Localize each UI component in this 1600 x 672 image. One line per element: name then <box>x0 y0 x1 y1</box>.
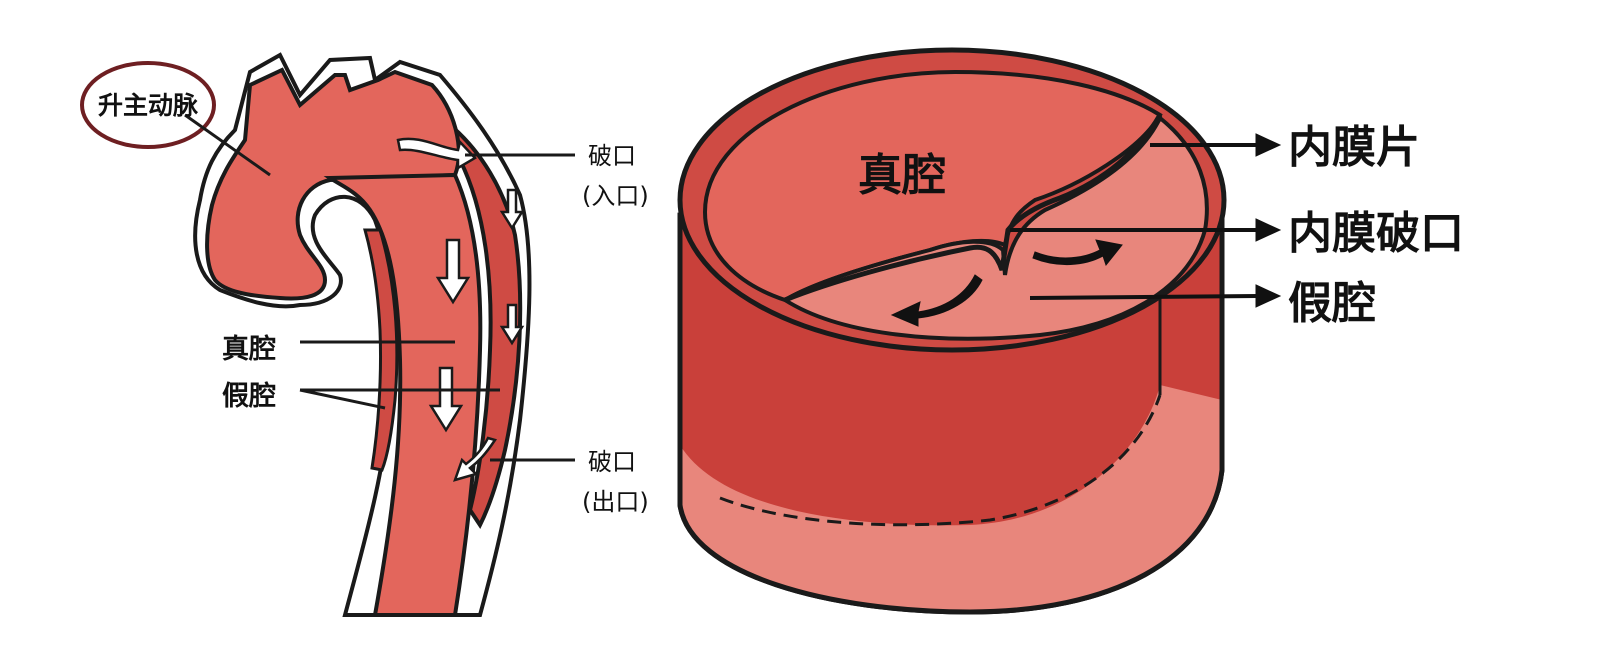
right-callout-arrows <box>1010 133 1282 308</box>
exit-tear-label: 破口 <box>588 448 636 476</box>
flow-arrow-down-icon <box>499 303 525 346</box>
true-lumen-label-right: 真腔 <box>858 150 946 201</box>
false-lumen-inner <box>363 228 399 472</box>
false-lumen-label-left: 假腔 <box>222 381 276 412</box>
ascending-aorta-label: 升主动脉 <box>98 91 199 120</box>
flow-arrow-left-icon <box>890 274 983 327</box>
entry-tear-label: 破口 <box>588 142 636 170</box>
exit-tear-sublabel: (出口) <box>582 488 649 516</box>
intimal-flap-label: 内膜片 <box>1288 122 1420 173</box>
cross-section-flow-arrows <box>890 239 1123 327</box>
intimal-tear-label: 内膜破口 <box>1288 208 1464 259</box>
flow-arrow-down-icon <box>428 366 464 433</box>
flow-arrow-down-icon <box>435 238 471 305</box>
entry-tear-sublabel: (入口) <box>582 182 649 210</box>
flow-arrows <box>396 137 525 482</box>
ascending-aorta-circle-mark <box>80 61 216 149</box>
left-leader-lines <box>184 113 575 462</box>
entry-flow-arrow-icon <box>396 137 477 171</box>
flow-arrow-down-icon <box>499 188 525 231</box>
false-lumen-label-right: 假腔 <box>1288 278 1376 329</box>
exit-flow-arrow-icon <box>453 436 497 482</box>
false-lumen-longitudinal <box>446 119 523 529</box>
ascending-aorta <box>205 67 461 301</box>
true-lumen-label-left: 真腔 <box>222 334 276 365</box>
side-wall-outline <box>677 200 1225 615</box>
aorta-cross-section: 真腔 内膜片 内膜破口 假腔 <box>677 47 1464 615</box>
false-lumen-boundary-dashed <box>719 394 1162 527</box>
aorta-longitudinal-view: 升主动脉 真腔 假腔 破口 (入口) 破口 (出口) <box>80 52 649 617</box>
false-lumen-side-band <box>680 385 1222 612</box>
flow-arrow-right-icon <box>1032 239 1123 267</box>
intimal-flap <box>784 113 1163 303</box>
